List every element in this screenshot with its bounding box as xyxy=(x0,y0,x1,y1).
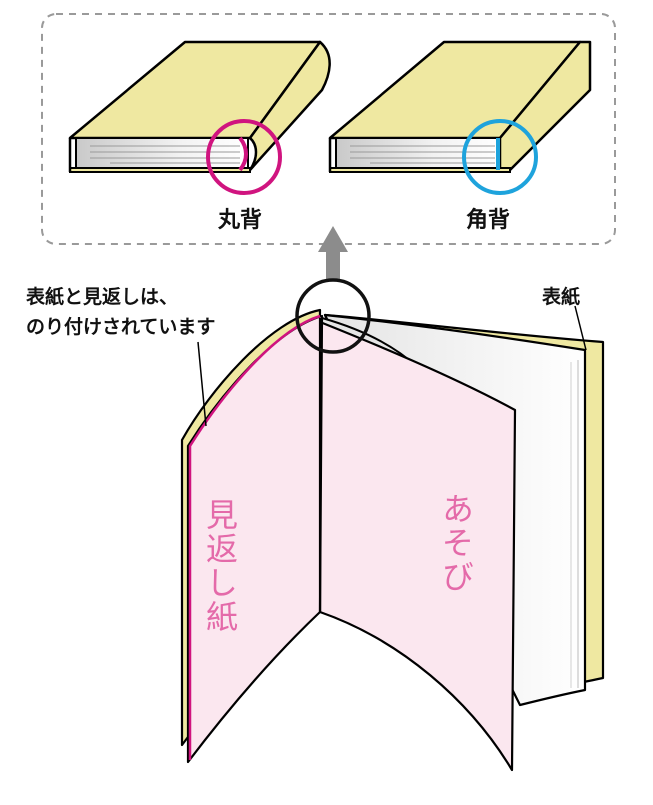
flyleaf-leaf xyxy=(318,320,517,772)
flyleaf-label: あそび xyxy=(437,492,475,594)
square-spine-label: 角背 xyxy=(466,208,511,233)
square-spine-highlight-circle xyxy=(462,119,538,195)
round-spine-book xyxy=(68,40,331,195)
endpaper-label: 見返し紙 xyxy=(201,498,239,634)
round-spine-edge xyxy=(238,136,248,172)
up-arrow-icon xyxy=(318,226,348,280)
glued-edge-line xyxy=(188,314,321,760)
round-book-page-lines xyxy=(90,145,240,164)
glued-callout-line1: 表紙と見返しは、 xyxy=(26,286,179,308)
spine-highlight-circle xyxy=(295,278,371,354)
square-spine-book xyxy=(328,40,592,195)
cover-leader-line xyxy=(574,305,587,351)
round-spine-highlight-circle xyxy=(206,119,282,195)
open-book xyxy=(180,278,605,772)
cover-label: 表紙 xyxy=(542,286,581,308)
square-book-page-lines xyxy=(350,145,495,164)
round-book-bottom-cover xyxy=(69,167,251,173)
round-spine-label: 丸背 xyxy=(218,208,263,233)
glued-callout-line2: のり付けされています xyxy=(26,316,216,338)
square-book-bottom-cover xyxy=(329,167,511,173)
callout-leader-line xyxy=(197,341,207,427)
